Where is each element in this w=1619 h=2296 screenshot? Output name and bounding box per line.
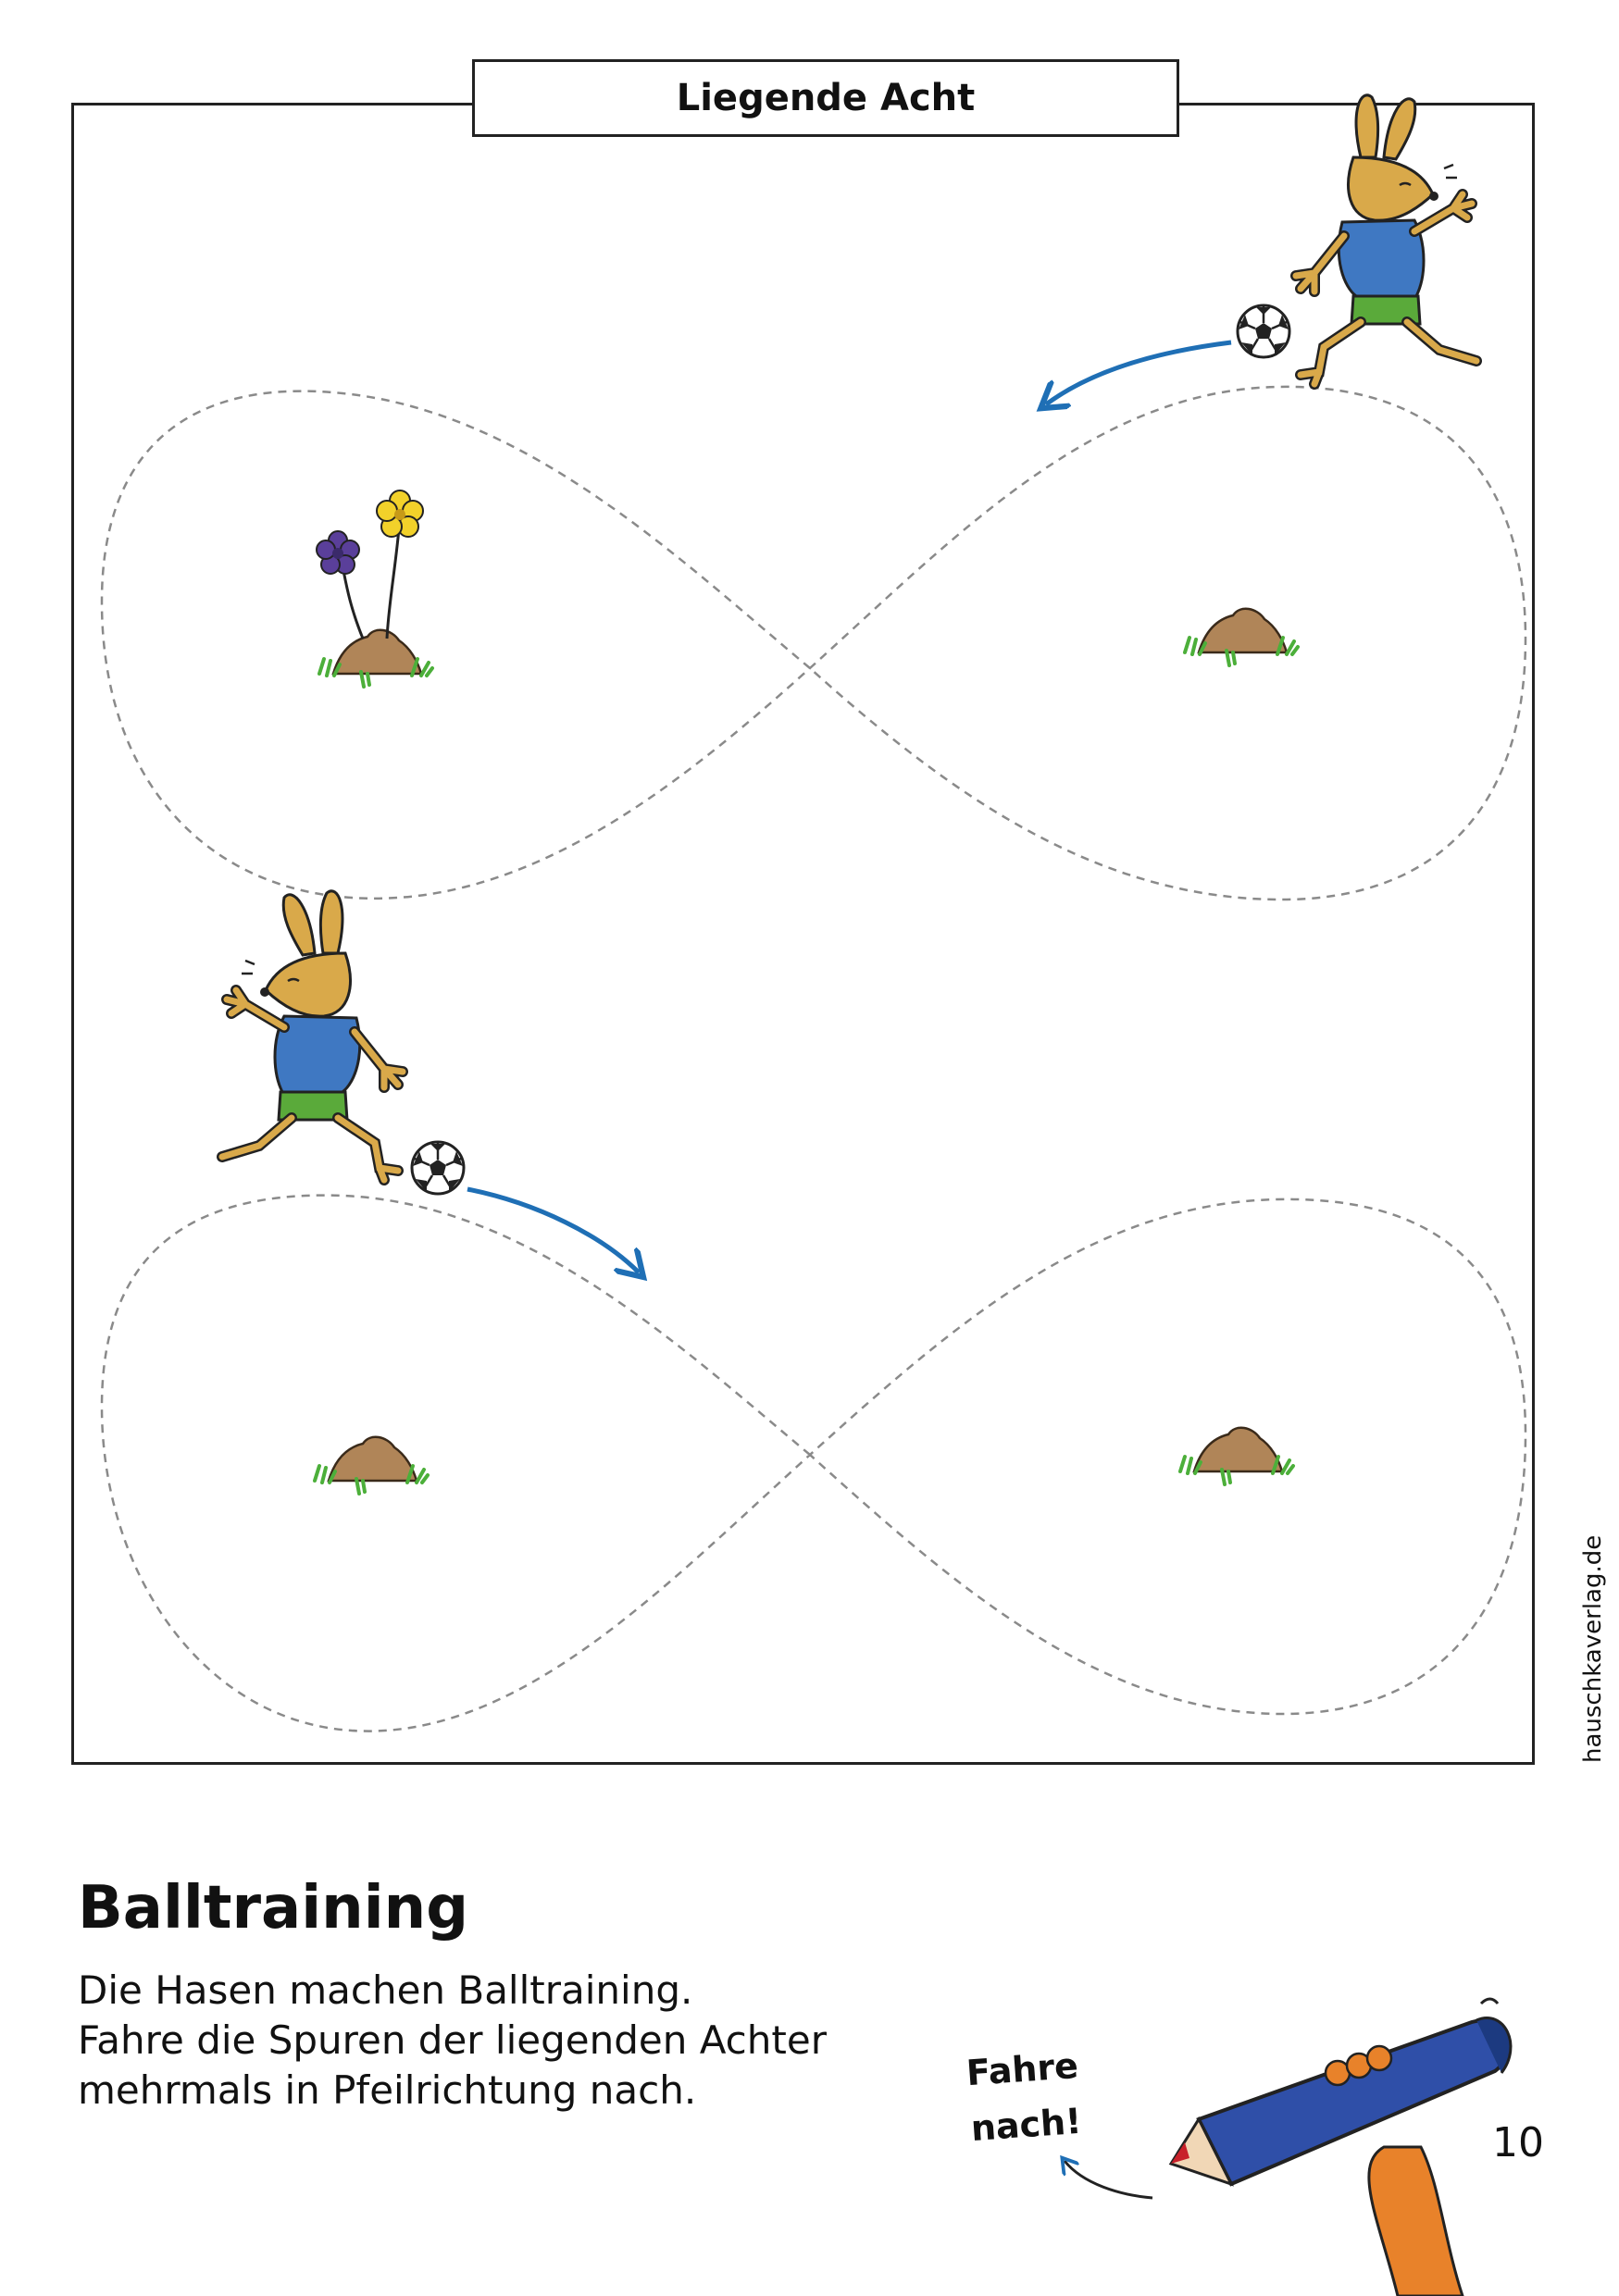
figure-eight-bottom bbox=[100, 1194, 1527, 1732]
molehill-bottom-left bbox=[313, 1434, 430, 1496]
hint-line: nach! bbox=[969, 2100, 1083, 2150]
figure-eight-top bbox=[100, 385, 1527, 901]
direction-arrow-top bbox=[1046, 340, 1232, 404]
rabbit-bottom-left bbox=[222, 891, 403, 1180]
exercise-instructions: Die Hasen machen Balltraining. Fahre die… bbox=[78, 1966, 827, 2116]
molehill-top-right bbox=[1183, 606, 1300, 667]
instruction-line: mehrmals in Pfeilrichtung nach. bbox=[78, 2067, 697, 2113]
exercise-heading: Balltraining bbox=[78, 1874, 468, 1942]
flower-purple bbox=[316, 530, 365, 639]
molehill-bottom-right bbox=[1178, 1425, 1295, 1486]
instruction-line: Fahre die Spuren der liegenden Achter bbox=[78, 2017, 827, 2063]
hint-arrow bbox=[1065, 2161, 1153, 2200]
pencil-mascot bbox=[1168, 1997, 1513, 2296]
rabbit-top-right bbox=[1296, 95, 1476, 384]
flower-yellow bbox=[376, 490, 424, 639]
soccer-ball-top bbox=[1236, 304, 1291, 359]
worksheet-title: Liegende Acht bbox=[472, 59, 1179, 137]
soccer-ball-bottom bbox=[410, 1140, 466, 1196]
instruction-line: Die Hasen machen Balltraining. bbox=[78, 1967, 693, 2013]
molehill-top-left bbox=[318, 627, 434, 689]
trace-hint: Fahre nach! bbox=[965, 2038, 1084, 2156]
page-number: 10 bbox=[1492, 2119, 1544, 2166]
hint-line: Fahre bbox=[965, 2044, 1080, 2094]
publisher-credit: hauschkaverlag.de bbox=[1579, 1534, 1607, 1763]
direction-arrow-bottom bbox=[467, 1186, 639, 1272]
